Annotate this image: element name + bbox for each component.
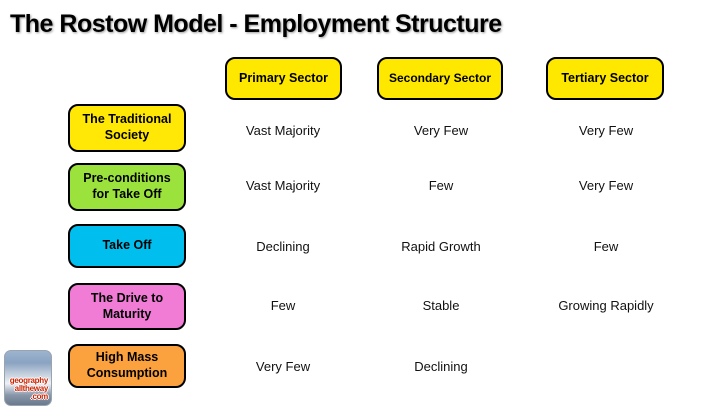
cell-highmass-primary: Very Few: [255, 359, 311, 374]
cell-takeoff-secondary: Rapid Growth: [401, 239, 481, 254]
logo-text-line: .com: [30, 392, 49, 401]
cell-maturity-tertiary: Growing Rapidly: [558, 298, 654, 313]
cell-highmass-tertiary: [536, 357, 676, 377]
cell-preconditions-primary: Vast Majority: [245, 178, 321, 193]
geographyalltheway-logo: geography alltheway .com: [4, 350, 52, 406]
cell-preconditions-tertiary: Very Few: [578, 178, 634, 193]
cell-traditional-primary: Vast Majority: [245, 123, 321, 138]
stage-label: The Traditional Society: [82, 112, 172, 142]
cell-traditional-secondary: Very Few: [413, 123, 469, 138]
column-header-label: Secondary Sector: [388, 71, 492, 85]
stage-box-drive-to-maturity: The Drive to Maturity: [68, 283, 186, 330]
column-header-primary-sector: Primary Sector: [225, 57, 342, 100]
stage-box-preconditions-for-take-off: Pre-conditions for Take Off: [68, 163, 186, 211]
stage-label: High Mass Consumption: [86, 350, 168, 380]
stage-box-high-mass-consumption: High Mass Consumption: [68, 344, 186, 388]
cell-maturity-secondary: Stable: [422, 298, 460, 313]
column-header-label: Primary Sector: [239, 70, 328, 85]
page-title: The Rostow Model - Employment Structure: [10, 10, 502, 38]
column-header-secondary-sector: Secondary Sector: [377, 57, 503, 100]
stage-label: The Drive to Maturity: [90, 290, 164, 321]
logo-text-line: geography: [9, 376, 49, 385]
cell-maturity-primary: Few: [270, 298, 296, 313]
logo-text-line: alltheway: [14, 384, 49, 393]
cell-takeoff-tertiary: Few: [593, 239, 619, 254]
stage-box-traditional-society: The Traditional Society: [68, 104, 186, 152]
logo-text: geography alltheway .com: [9, 376, 49, 401]
stage-label: Take Off: [102, 238, 152, 253]
column-header-label: Tertiary Sector: [561, 70, 649, 85]
cell-takeoff-primary: Declining: [256, 239, 310, 254]
cell-traditional-tertiary: Very Few: [578, 123, 634, 138]
column-header-tertiary-sector: Tertiary Sector: [546, 57, 664, 100]
cell-highmass-secondary: Declining: [414, 359, 468, 374]
cell-preconditions-secondary: Few: [428, 178, 454, 193]
stage-box-take-off: Take Off: [68, 224, 186, 268]
stage-label: Pre-conditions for Take Off: [83, 171, 171, 201]
